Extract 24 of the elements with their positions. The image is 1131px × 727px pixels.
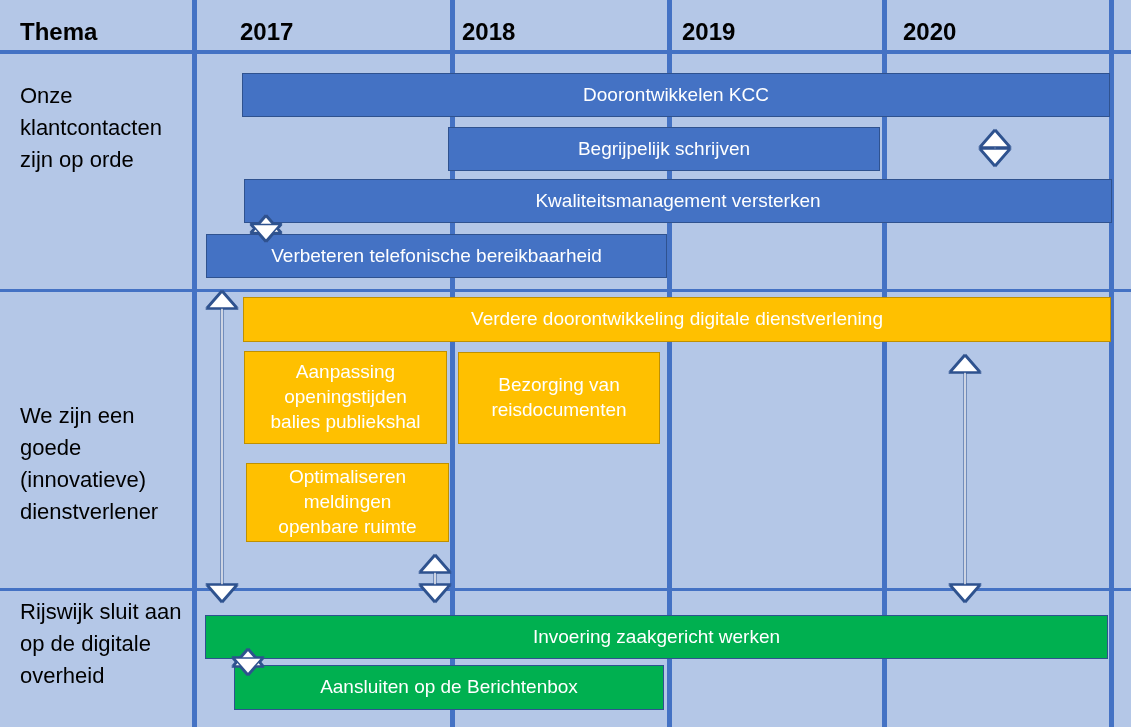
- double-arrow: [207, 291, 237, 602]
- double-arrow: [233, 649, 263, 675]
- timeline-bar: Invoering zaakgericht werken: [205, 615, 1108, 659]
- theme-label: We zijn een goede (innovatieve) dienstverlener: [20, 402, 160, 526]
- timeline-bar: Doorontwikkelen KCC: [242, 73, 1110, 117]
- timeline-bar: Aanpassing openingstijden balies publiekshal: [244, 351, 447, 444]
- theme-label: Rijswijk sluit aan op de digitale overheid: [20, 598, 183, 690]
- timeline-bar: Bezorging van reisdocumenten: [458, 352, 660, 444]
- double-arrow: [950, 355, 980, 602]
- year-header: 2018: [462, 18, 517, 46]
- year-header: 2017: [240, 18, 295, 46]
- column-header: Thema: [20, 18, 99, 46]
- year-header: 2019: [682, 18, 737, 46]
- timeline-bar: Optimaliseren meldingen openbare ruimte: [246, 463, 449, 542]
- timeline-bar: Begrijpelijk schrijven: [448, 127, 880, 171]
- timeline-bar: Aansluiten op de Berichtenbox: [234, 665, 664, 710]
- timeline-bar: Kwaliteitsmanagement versterken: [244, 179, 1112, 223]
- double-arrow: [251, 215, 281, 242]
- theme-label: Onze klantcontacten zijn op orde: [20, 82, 163, 174]
- double-arrow: [420, 555, 450, 602]
- year-header: 2020: [903, 18, 958, 46]
- timeline-bar: Verbeteren telefonische bereikbaarheid: [206, 234, 667, 278]
- timeline-bar: Verdere doorontwikkeling digitale dienstverlening: [243, 297, 1111, 342]
- double-arrow: [980, 130, 1010, 166]
